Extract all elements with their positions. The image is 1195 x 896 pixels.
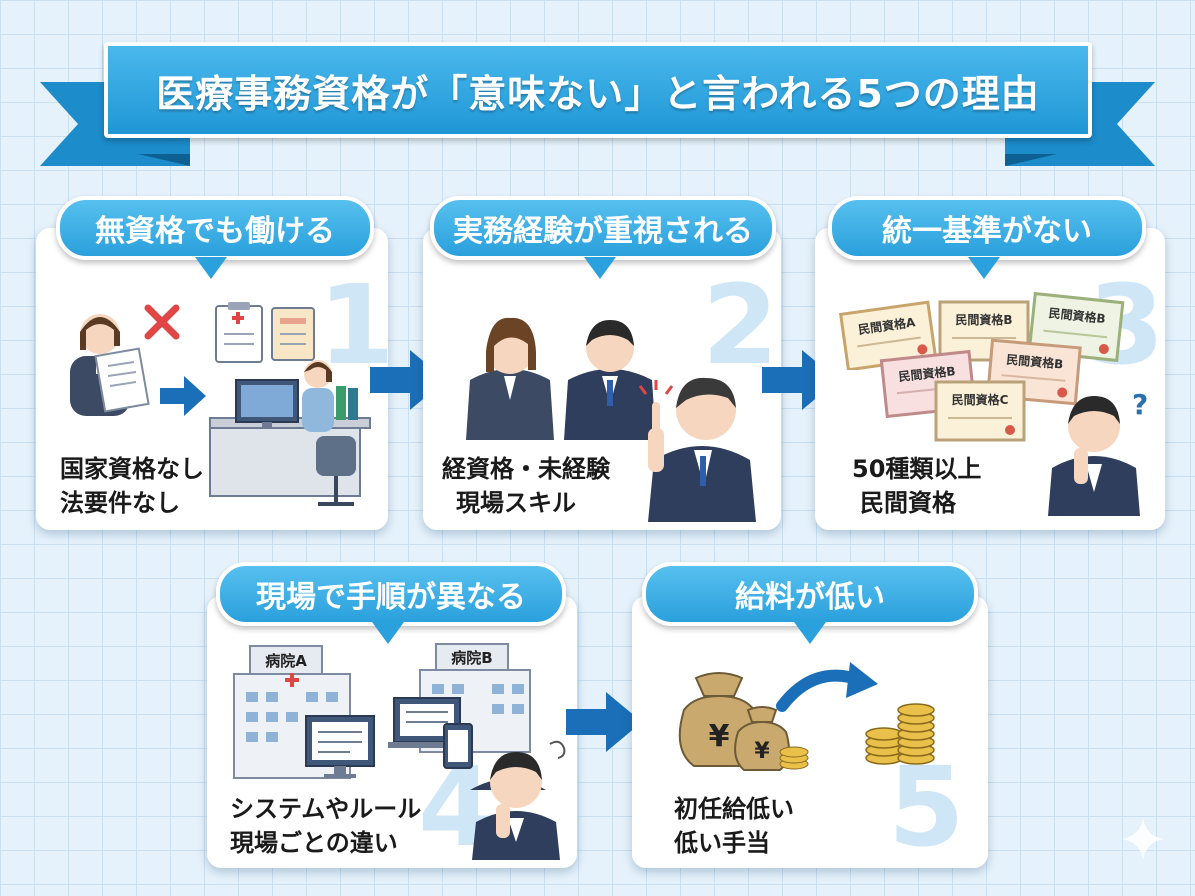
- reason-caption-2: 経資格・未経験 現場スキル: [442, 452, 610, 520]
- sparkle-icon: [1122, 818, 1164, 860]
- caption-line: 50種類以上: [852, 455, 982, 483]
- reason-caption-4: システムやルール 現場ごとの違い: [230, 792, 421, 860]
- yen-icon: ¥: [709, 719, 730, 754]
- low-salary-illustration: ¥ ¥: [678, 662, 935, 771]
- certificate-label: 民間資格B: [1048, 305, 1106, 326]
- bubble-tail: [584, 257, 616, 279]
- bubble-tail: [195, 257, 227, 279]
- question-icon: ?: [1132, 388, 1148, 421]
- caption-line: 低い手当: [674, 829, 770, 857]
- reason-number-1: 1: [318, 261, 395, 389]
- experience-illustration: [466, 317, 756, 522]
- hospital-label: 病院A: [265, 652, 307, 670]
- certificate: 民間資格C: [934, 380, 1026, 442]
- caption-line: 初任給低い: [674, 795, 794, 823]
- reason-heading-3: 統一基準がない: [828, 196, 1146, 260]
- certificate-cluster: 民間資格A 民間資格B 民間資格B 民間資格B 民間資格B: [838, 290, 1125, 450]
- reason-heading-5: 給料が低い: [642, 562, 978, 626]
- reason-caption-3: 50種類以上 民間資格: [852, 452, 981, 520]
- certificate-label: 民間資格C: [952, 392, 1009, 407]
- hospital-label: 病院B: [451, 649, 492, 667]
- reason-heading-1: 無資格でも働ける: [56, 196, 374, 260]
- reason-heading-4: 現場で手順が異なる: [216, 562, 566, 626]
- certificate-label: 民間資格B: [1006, 352, 1064, 372]
- yen-icon: ¥: [754, 739, 770, 764]
- certificate: 民間資格A: [838, 300, 938, 370]
- no-qualification-illustration: [70, 302, 371, 506]
- bubble-tail: [968, 257, 1000, 279]
- caption-line: 経資格・未経験: [442, 455, 610, 483]
- cross-icon: [144, 304, 180, 340]
- bubble-tail: [372, 622, 404, 644]
- title-banner: 医療事務資格が「意味ない」と言われる5つの理由: [104, 42, 1092, 138]
- caption-line: 現場ごとの違い: [230, 829, 398, 857]
- reason-caption-5: 初任給低い 低い手当: [674, 792, 794, 860]
- caption-line: 民間資格: [860, 489, 956, 517]
- caption-line: システムやルール: [230, 795, 422, 823]
- worried-man-illustration: [472, 740, 566, 860]
- reason-heading-2: 実務経験が重視される: [430, 196, 776, 260]
- certificate-label: 民間資格B: [955, 312, 1012, 327]
- caption-line: 法要件なし: [60, 489, 180, 517]
- arrow-right-icon: [566, 692, 642, 752]
- certificate-label: 民間資格B: [898, 363, 956, 384]
- page-title: 医療事務資格が「意味ない」と言われる5つの理由: [156, 71, 1040, 116]
- reason-number-2: 2: [702, 261, 779, 389]
- different-procedures-illustration: 病院A 病院B: [233, 643, 546, 790]
- reason-number-5: 5: [888, 743, 965, 871]
- bubble-tail: [794, 622, 826, 644]
- caption-line: 国家資格なし: [60, 455, 204, 483]
- caption-line: 現場スキル: [456, 489, 576, 517]
- confused-man-illustration: ?: [1048, 388, 1148, 516]
- reason-caption-1: 国家資格なし 法要件なし: [60, 452, 204, 520]
